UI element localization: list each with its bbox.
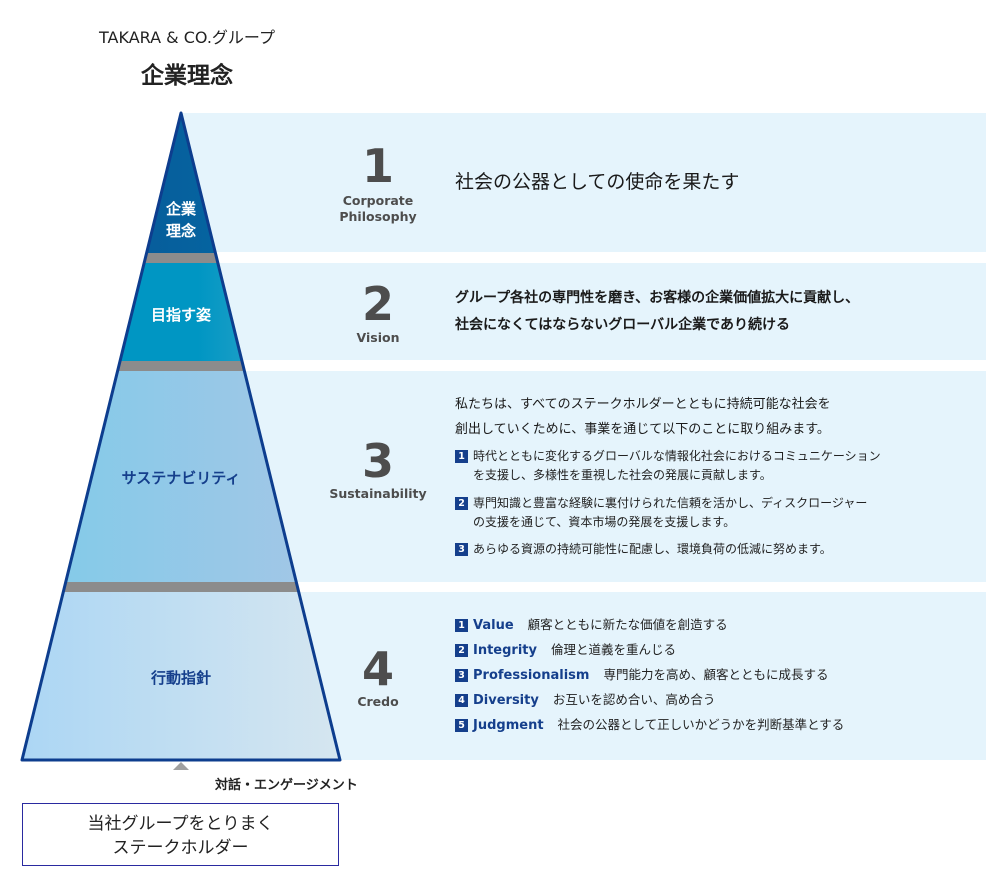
tier-number: 3 [361, 434, 394, 488]
stakeholders-box: 当社グループをとりまくステークホルダー [22, 803, 339, 866]
tier-number: 1 [361, 139, 394, 193]
vision-statement: グループ各社の専門性を磨き、お客様の企業価値拡大に貢献し、社会になくてはならない… [455, 290, 860, 333]
tier-3-label: サステナビリティ [121, 469, 241, 487]
tier-number: 2 [361, 277, 394, 331]
tier-4-label: 行動指針 [150, 669, 211, 687]
dialog-label: 対話・エンゲージメント [215, 778, 358, 793]
tier-name: Vision [356, 330, 400, 345]
separator [22, 253, 340, 263]
pyramid [20, 111, 342, 770]
separator [22, 361, 340, 371]
panel-vision [181, 263, 986, 360]
company-name: TAKARA & CO.グループ [99, 28, 275, 47]
tier-2-label: 目指す姿 [150, 306, 211, 324]
double-arrow-icon [173, 762, 189, 770]
panel-sustainability [181, 371, 986, 582]
panel-corporate-philosophy [181, 113, 986, 252]
tier-1-label: 企業理念 [165, 200, 196, 240]
tier-name: Credo [357, 694, 399, 709]
philosophy-statement: 社会の公器としての使命を果たす [455, 171, 740, 193]
tier-4-band [22, 592, 340, 760]
tier-name: Sustainability [329, 486, 427, 501]
separator [22, 582, 340, 592]
sustainability-intro: 私たちは、すべてのステークホルダーとともに持続可能な社会を創出していくために、事… [455, 397, 831, 437]
pyramid-outline [20, 111, 342, 762]
tier-number: 4 [361, 642, 394, 696]
page-title: 企業理念 [141, 63, 233, 89]
